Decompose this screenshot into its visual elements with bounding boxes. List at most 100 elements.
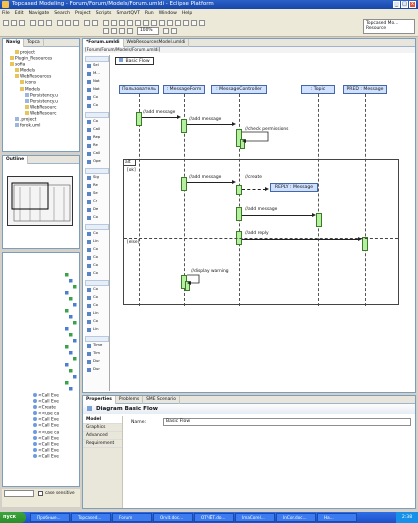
- resource-perspective-label[interactable]: Resource: [366, 26, 387, 31]
- palette-tool[interactable]: Sel: [85, 63, 109, 71]
- navigator-item[interactable]: WebResourc: [5, 104, 77, 111]
- navigator-item[interactable]: Plugin_Resources: [5, 56, 77, 62]
- palette-tool[interactable]: Re: [85, 143, 109, 151]
- palette-tool[interactable]: M...: [85, 71, 109, 79]
- lifeline-messagecontroller[interactable]: : MessageController: [211, 85, 267, 94]
- lifeline-pred-message[interactable]: PRED : Message: [343, 85, 387, 94]
- palette-tool[interactable]: Co: [85, 247, 109, 255]
- palette-tool[interactable]: Re: [85, 183, 109, 191]
- tab-navigator[interactable]: Navig: [3, 38, 25, 47]
- tab-topcased[interactable]: Topca: [24, 38, 44, 47]
- menu-navigate[interactable]: Navigate: [28, 10, 50, 16]
- run-icon[interactable]: [30, 20, 36, 26]
- palette-tool[interactable]: Co: [85, 103, 109, 111]
- palette-tool[interactable]: Co: [85, 95, 109, 103]
- route-icon[interactable]: [151, 20, 157, 26]
- palette-tool[interactable]: De: [85, 207, 109, 215]
- palette-tool[interactable]: Call: [85, 151, 109, 159]
- palette-tool[interactable]: Lin: [85, 239, 109, 247]
- palette-tool[interactable]: Co: [85, 295, 109, 303]
- activation-messageform-nested[interactable]: [185, 281, 190, 291]
- palette-tool[interactable]: Time: [85, 343, 109, 351]
- model-tree-item[interactable]: <Call Eve: [33, 423, 79, 429]
- palette-drawer[interactable]: [85, 280, 109, 286]
- minimize-icon[interactable]: _: [393, 1, 400, 8]
- menu-scripts[interactable]: Scripts: [95, 10, 112, 16]
- external-tools-icon[interactable]: [46, 20, 52, 26]
- hide-icon[interactable]: [175, 20, 181, 26]
- zoom-out-icon[interactable]: [199, 20, 205, 26]
- filter-input[interactable]: [4, 490, 34, 497]
- zoom-in-icon[interactable]: [191, 20, 197, 26]
- palette-tool[interactable]: Rep: [85, 135, 109, 143]
- lifeline-user[interactable]: Пользователь: [119, 85, 159, 94]
- taskbar-button[interactable]: InCor.doc...: [276, 513, 316, 522]
- pointer-icon[interactable]: [127, 28, 133, 34]
- activation-messagecontroller-2[interactable]: [236, 185, 242, 195]
- menu-window[interactable]: Window: [158, 10, 177, 16]
- palette-tool[interactable]: Not: [85, 79, 109, 87]
- new-icon[interactable]: [3, 20, 9, 26]
- lifeline-reply-message[interactable]: REPLY : Message: [270, 183, 318, 192]
- search-icon[interactable]: [57, 20, 63, 26]
- palette-tool[interactable]: Co: [85, 231, 109, 239]
- grid-icon[interactable]: [111, 20, 117, 26]
- perspective-label[interactable]: Topcased Mo...: [366, 21, 399, 26]
- show-icon[interactable]: [183, 20, 189, 26]
- palette-drawer[interactable]: [85, 112, 109, 118]
- image-icon[interactable]: [167, 20, 173, 26]
- taskbar-button[interactable]: Пробные...: [30, 513, 70, 522]
- outline-thumbnail[interactable]: [7, 176, 73, 226]
- navigator-item[interactable]: forok.uml: [5, 123, 77, 129]
- tab-forum-umldi[interactable]: *Forum.umldi: [83, 38, 124, 47]
- taskbar-button[interactable]: Forum: [112, 513, 152, 522]
- model-tree-item[interactable]: <Create: [33, 405, 79, 411]
- menu-project[interactable]: Project: [75, 10, 91, 16]
- activation-topic[interactable]: [316, 213, 322, 227]
- start-button[interactable]: пуск: [0, 512, 26, 523]
- tab-outline[interactable]: Outline: [3, 155, 29, 164]
- palette-tool[interactable]: Se: [85, 191, 109, 199]
- model-tree-item[interactable]: <<use ca: [33, 429, 79, 436]
- maximize-icon[interactable]: □: [401, 1, 408, 8]
- menu-file[interactable]: File: [2, 10, 10, 16]
- model-tree-item[interactable]: <Call Eve: [33, 447, 79, 454]
- model-tree-item[interactable]: <Call Eve: [33, 399, 79, 405]
- name-field[interactable]: Basic Flow: [163, 418, 411, 426]
- palette-tool[interactable]: Ope: [85, 159, 109, 167]
- model-tree-item[interactable]: <Call Eve: [33, 417, 79, 423]
- props-tab-graphics[interactable]: Graphics: [83, 424, 122, 432]
- palette-tool[interactable]: Co: [85, 263, 109, 271]
- align-icon[interactable]: [103, 20, 109, 26]
- props-tab-requirement[interactable]: Requirement: [83, 440, 122, 448]
- props-tab-model[interactable]: Model: [83, 416, 122, 424]
- redo-icon[interactable]: [92, 20, 98, 26]
- navigator-item[interactable]: WebResourc: [5, 110, 77, 117]
- palette-tool[interactable]: Co: [85, 215, 109, 223]
- tab-webresources-umldi[interactable]: WebResourcesModel.umldi: [124, 38, 190, 47]
- navigator-item[interactable]: project: [5, 50, 77, 56]
- activation-messagecontroller-1[interactable]: [236, 129, 242, 147]
- export-icon[interactable]: [159, 20, 165, 26]
- select-icon[interactable]: [119, 28, 125, 34]
- menu-run[interactable]: Run: [144, 10, 154, 16]
- model-tree-item[interactable]: <Call Eve: [33, 435, 79, 442]
- tab-sme-scenario[interactable]: SME Scenario: [143, 395, 180, 404]
- palette-tool[interactable]: Co: [85, 271, 109, 279]
- navigator-item[interactable]: Models: [5, 86, 77, 93]
- palette-drawer[interactable]: [85, 168, 109, 174]
- palette-drawer[interactable]: [85, 56, 109, 62]
- line-color-icon[interactable]: [143, 20, 149, 26]
- color-icon[interactable]: [135, 20, 141, 26]
- taskbar-button[interactable]: ОТЧЁТ.do...: [194, 513, 234, 522]
- close-icon[interactable]: x: [409, 1, 416, 8]
- back-icon[interactable]: [65, 20, 71, 26]
- taskbar-button[interactable]: Orvit.doc...: [153, 513, 193, 522]
- navigator-item[interactable]: icons: [5, 80, 77, 86]
- diagram-canvas[interactable]: Basic Flow Пользователь : MessageForm : …: [111, 55, 413, 391]
- alt-combined-fragment[interactable]: alt [ok] [else]: [123, 159, 399, 305]
- zoom-combo[interactable]: 100%: [137, 27, 159, 35]
- undo-icon[interactable]: [84, 20, 90, 26]
- palette-tool[interactable]: Cr: [85, 199, 109, 207]
- model-tree-item[interactable]: <Call Eve: [33, 393, 79, 399]
